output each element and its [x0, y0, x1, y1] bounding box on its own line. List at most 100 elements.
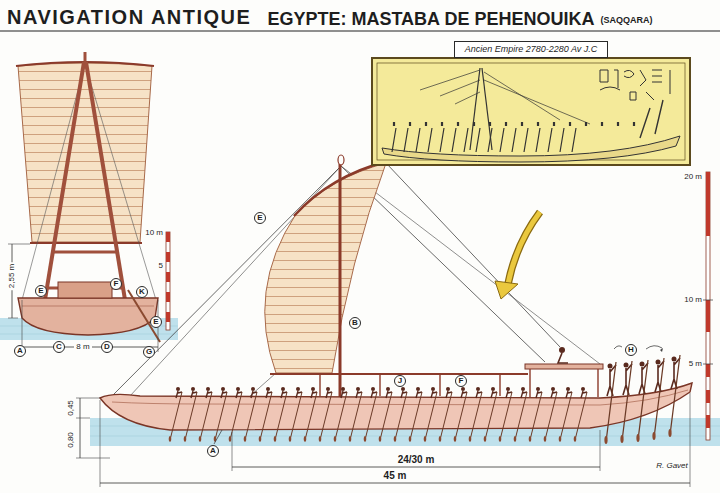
main-sail	[265, 163, 386, 373]
dimension-lines	[100, 400, 101, 487]
rigging	[386, 163, 560, 347]
main-sail	[265, 161, 388, 374]
front-dimension	[8, 318, 18, 319]
front-sail	[18, 63, 152, 242]
callout-letter: C	[53, 341, 65, 353]
front-mast	[84, 52, 87, 64]
front-scale	[166, 312, 170, 322]
inset-relief	[377, 63, 685, 160]
callout-text: J	[398, 377, 402, 385]
steersmen	[660, 348, 663, 352]
canopy	[529, 369, 530, 397]
inset-relief	[372, 58, 690, 165]
front-rigging	[22, 64, 156, 300]
inset-relief	[600, 70, 670, 100]
canopy	[559, 347, 565, 353]
front-mast	[86, 62, 128, 318]
scale-mark: 10 m	[145, 229, 163, 237]
pointer-arrow	[495, 212, 540, 299]
front-scale	[166, 232, 170, 330]
front-scale	[166, 252, 170, 262]
callout-text: G	[146, 348, 152, 356]
mast	[338, 155, 344, 165]
steersmen	[604, 362, 616, 444]
callout-letter: H	[625, 344, 637, 356]
rowers	[349, 387, 362, 442]
rowers	[409, 387, 422, 442]
callout-text: C	[56, 343, 62, 351]
rowers	[199, 387, 212, 442]
inset-relief	[640, 100, 663, 138]
dimension-lines	[76, 458, 110, 459]
canopy	[379, 374, 380, 396]
front-dimension	[22, 300, 23, 352]
callout-text: K	[139, 288, 145, 296]
height-scale	[703, 172, 713, 440]
pointer-arrow	[495, 281, 518, 299]
inset-relief	[482, 68, 492, 150]
rowers	[304, 387, 317, 442]
front-hull	[58, 282, 112, 298]
callout-text: F	[114, 280, 119, 288]
rowers	[529, 387, 542, 442]
inset-relief	[372, 58, 690, 165]
front-hull	[22, 306, 154, 307]
steersmen	[646, 346, 662, 349]
callout-text: F	[459, 377, 464, 385]
callout-letter: E	[150, 316, 162, 328]
dimension-lines	[80, 398, 81, 458]
inset-relief	[394, 122, 634, 126]
height-scale	[703, 300, 713, 301]
mast	[339, 164, 342, 398]
callout-letter: A	[207, 445, 219, 457]
mast	[338, 155, 344, 398]
signature: R. Gavet	[656, 462, 688, 470]
dimension-lines	[76, 418, 90, 419]
callout-text: D	[104, 343, 110, 351]
canopy	[439, 374, 440, 396]
height-scale	[703, 364, 713, 365]
rowers	[379, 387, 392, 442]
callout-text: E	[38, 287, 43, 295]
steersmen	[652, 358, 664, 440]
dimension-lines	[232, 432, 233, 471]
callout-letter: G	[143, 346, 155, 358]
rowers	[469, 387, 482, 442]
rowers	[559, 387, 572, 442]
leader-lines	[214, 430, 222, 444]
height-scale	[706, 172, 710, 440]
rowers	[364, 387, 377, 442]
scale-mark: 5 m	[689, 360, 702, 368]
callout-text: A	[210, 447, 216, 455]
inset-relief	[392, 128, 576, 152]
front-dimension	[8, 244, 30, 245]
callout-letter: B	[349, 317, 361, 329]
callout-letter: E	[254, 212, 266, 224]
canopy	[499, 374, 500, 396]
callout-text: H	[628, 346, 634, 354]
callout-letter: A	[14, 345, 26, 357]
dimension: 0,45	[67, 400, 75, 416]
height-scale	[706, 300, 710, 332]
inset-relief	[420, 70, 590, 124]
rowers	[214, 387, 227, 442]
site-name: (SAQQARA)	[600, 16, 652, 25]
front-hull	[18, 282, 160, 342]
dimension-lines	[600, 430, 601, 471]
period-caption: Ancien Empire 2780-2280 Av J.C	[454, 41, 609, 58]
callout-letter: F	[110, 278, 122, 290]
dimension: 45 m	[384, 471, 407, 481]
inset-frame: Ancien Empire 2780-2280 Av J.C	[372, 41, 690, 165]
rowers	[424, 387, 437, 442]
steersmen	[604, 346, 680, 444]
hull	[112, 390, 688, 405]
dimension-lines	[232, 467, 600, 468]
pointer-arrow	[508, 212, 540, 284]
rowers	[259, 387, 272, 442]
rowers	[169, 387, 182, 442]
front-mast	[42, 52, 128, 318]
rowers	[229, 387, 242, 442]
height-scale	[706, 415, 710, 428]
rowers	[334, 387, 347, 442]
